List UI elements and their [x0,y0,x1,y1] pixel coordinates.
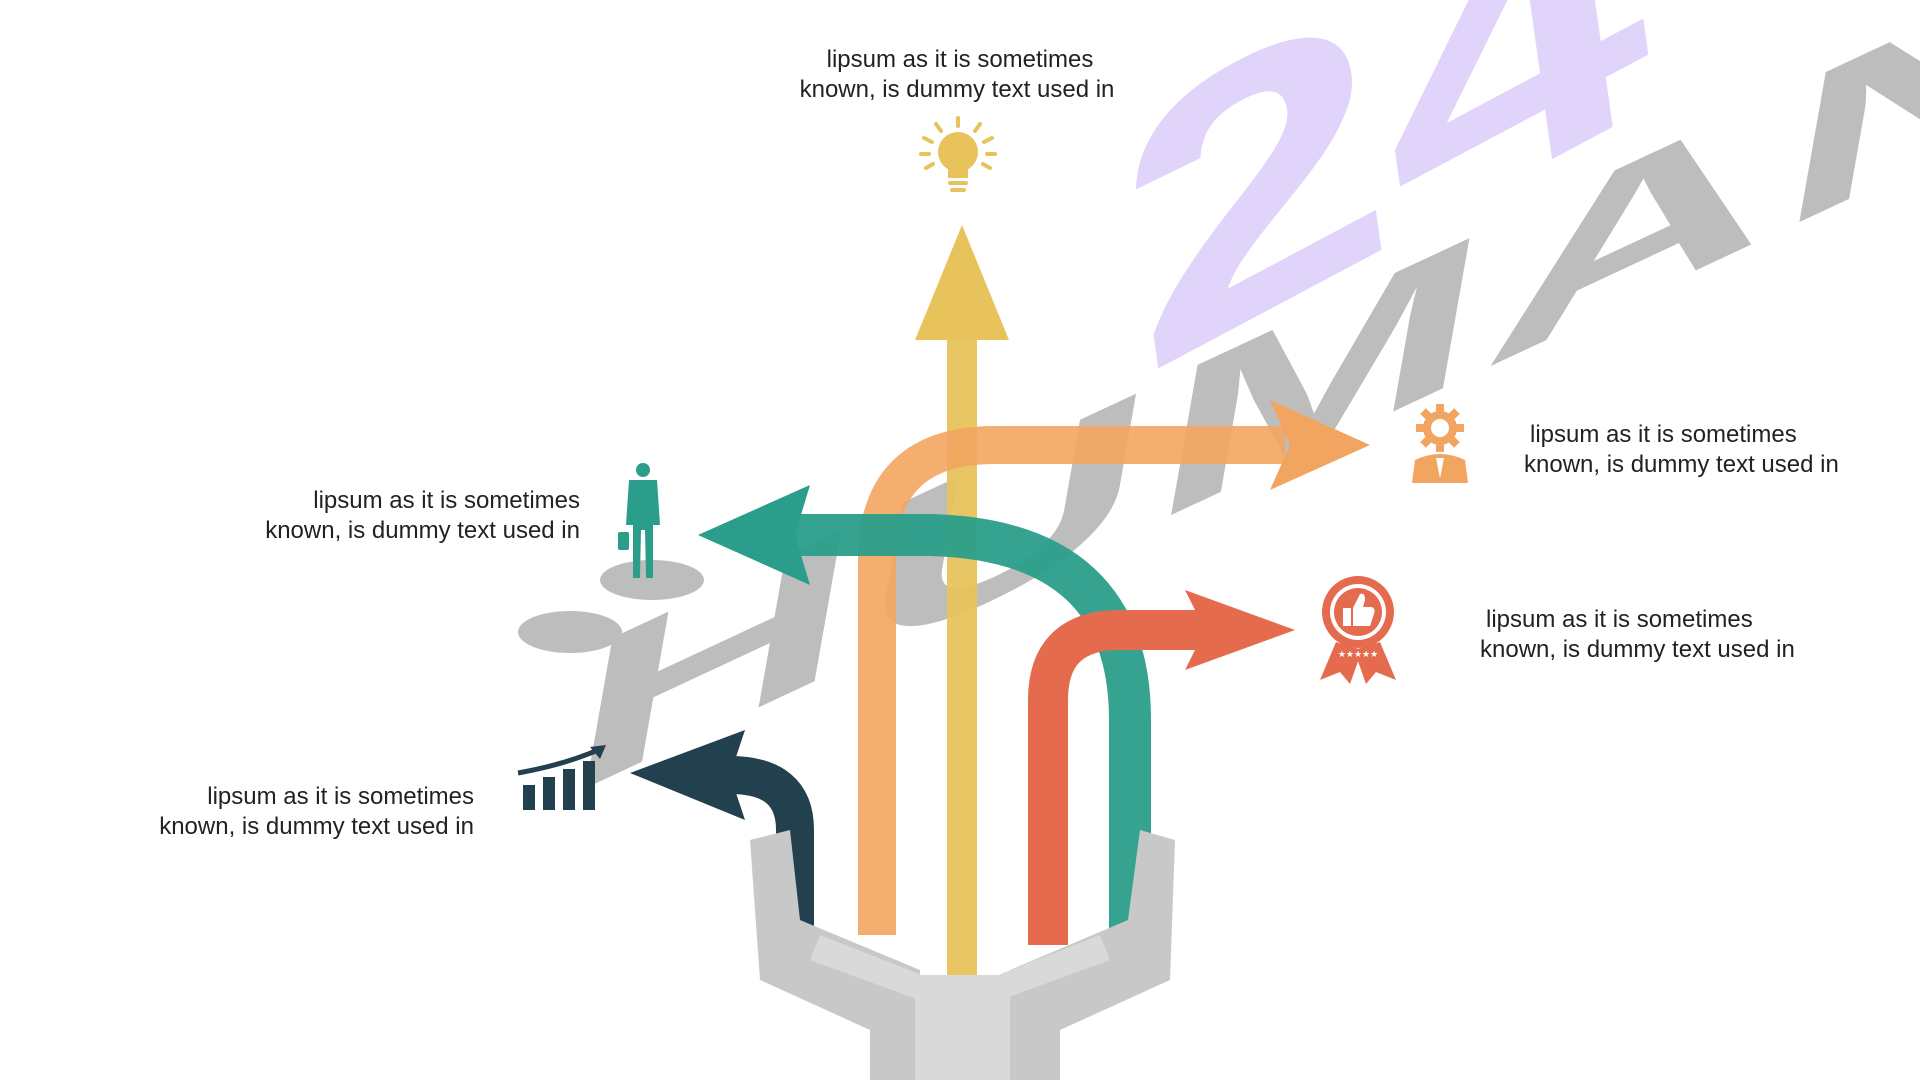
svg-text:★★★★★: ★★★★★ [1338,650,1378,660]
label-left-lower-line2: known, is dummy text used in [159,813,474,840]
growth-chart-icon [517,745,606,810]
label-top: lipsum as it is sometimes known, is dumm… [770,45,1150,105]
label-right-lower-line1: lipsum as it is sometimes [1486,606,1753,633]
navy-arrow [630,730,814,940]
businessman-icon [618,463,660,578]
label-right-lower-line2: known, is dummy text used in [1480,636,1795,663]
label-right-upper-line2: known, is dummy text used in [1524,451,1839,478]
floor-dot-shadow [518,611,622,653]
open-hands [750,830,1175,1080]
teal-arrow [698,485,1151,940]
red-arrow [1028,590,1295,945]
businessman-shadow [600,560,704,600]
label-right-upper: lipsum as it is sometimes known, is dumm… [1524,420,1910,480]
label-left-lower: lipsum as it is sometimes known, is dumm… [94,782,474,842]
label-left-upper-line2: known, is dummy text used in [265,517,580,544]
label-top-line1: lipsum as it is sometimes [826,46,1094,73]
label-right-upper-line1: lipsum as it is sometimes [1530,421,1797,448]
label-left-upper-line1: lipsum as it is sometimes [313,487,580,514]
lightbulb-icon [919,116,997,192]
label-top-line2: known, is dummy text used in [799,76,1115,103]
label-left-upper: lipsum as it is sometimes known, is dumm… [200,486,580,546]
gear-person-icon [1412,404,1468,483]
label-right-lower: lipsum as it is sometimes known, is dumm… [1480,605,1866,665]
label-left-lower-line1: lipsum as it is sometimes [207,783,474,810]
thumbs-up-badge-icon: ★★★★★ [1320,576,1396,684]
